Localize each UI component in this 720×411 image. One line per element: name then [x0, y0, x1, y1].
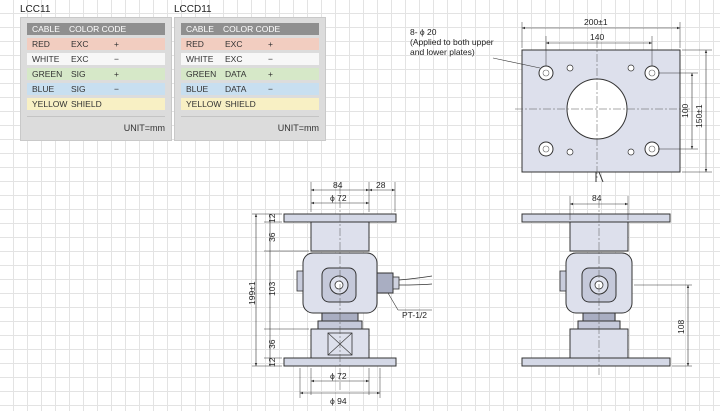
thread-label: PT-1/2 — [402, 310, 427, 320]
polarity: + — [268, 39, 273, 49]
polarity: − — [114, 54, 119, 64]
cable-color: RED — [32, 39, 50, 49]
polarity: + — [114, 69, 119, 79]
table-row: RED EXC + — [27, 38, 165, 50]
cable-color: WHITE — [32, 54, 60, 64]
polarity: − — [114, 84, 119, 94]
table-title-lcc11: LCC11 — [20, 4, 51, 15]
dim-top-width: 84 — [592, 193, 602, 203]
cable-color: YELLOW — [186, 99, 222, 109]
dim-body: 103 — [267, 282, 277, 296]
header-cable: CABLE — [32, 24, 60, 34]
divider — [181, 116, 319, 117]
signal: SIG — [71, 69, 86, 79]
dim-hole-pitch-y: 100 — [680, 104, 690, 118]
table-row: YELLOW SHIELD — [27, 98, 165, 110]
signal: SIG — [71, 84, 86, 94]
table-row: RED EXC + — [181, 38, 319, 50]
cable-color: GREEN — [32, 69, 63, 79]
dim-upper-block: 36 — [267, 232, 277, 242]
color-code-table-lcc11: CABLE COLOR CODE RED EXC + WHITE EXC − G… — [20, 17, 172, 141]
polarity: − — [268, 54, 273, 64]
dim-top-width: 84 — [333, 180, 343, 190]
polarity: + — [114, 39, 119, 49]
cable-color: BLUE — [186, 84, 209, 94]
header-color-code: COLOR CODE — [223, 24, 281, 34]
upper-plate — [521, 213, 671, 223]
header-cable: CABLE — [186, 24, 214, 34]
color-code-table-lccd11: CABLE COLOR CODE RED EXC + WHITE EXC − G… — [174, 17, 326, 141]
table-header: CABLE COLOR CODE — [27, 23, 165, 35]
lower-plate — [521, 357, 671, 367]
table-row: GREEN SIG + — [27, 68, 165, 80]
cable-color: WHITE — [186, 54, 214, 64]
dim-total: 199±1 — [247, 281, 257, 305]
dim-top-dia: ϕ 72 — [330, 193, 347, 203]
dim-hole-pitch-x: 140 — [590, 32, 604, 42]
signal: DATA — [225, 84, 247, 94]
table-row: BLUE SIG − — [27, 83, 165, 95]
table-row: WHITE EXC − — [181, 53, 319, 65]
mount-hole — [538, 141, 554, 157]
unit-label: UNIT=mm — [277, 123, 319, 133]
unit-label: UNIT=mm — [123, 123, 165, 133]
cable-color: BLUE — [32, 84, 55, 94]
cable-color: RED — [186, 39, 204, 49]
signal: DATA — [225, 69, 247, 79]
hole-note-2: (Applied to both upper — [410, 37, 494, 47]
hole-note-3: and lower plates) — [410, 47, 475, 57]
dim-cable-offset: 28 — [376, 180, 386, 190]
table-row: WHITE EXC − — [27, 53, 165, 65]
dim-plate-bot: 12 — [267, 357, 277, 367]
table-row: YELLOW SHIELD — [181, 98, 319, 110]
polarity: + — [268, 69, 273, 79]
top-view: 8- ϕ 20 (Applied to both upper and lower… — [410, 17, 712, 183]
signal: EXC — [225, 54, 243, 64]
mount-hole — [644, 65, 660, 81]
dim-base-dia: ϕ 94 — [330, 396, 347, 406]
signal: EXC — [225, 39, 243, 49]
dim-height: 108 — [676, 320, 686, 334]
dim-plate-top: 12 — [267, 213, 277, 223]
front-view: 84 28 ϕ 72 12 36 103 36 12 199±1 PT-1/2 … — [247, 180, 433, 406]
signal: EXC — [71, 39, 89, 49]
table-header: CABLE COLOR CODE — [181, 23, 319, 35]
mount-hole — [538, 65, 554, 81]
table-row: BLUE DATA − — [181, 83, 319, 95]
table-row: GREEN DATA + — [181, 68, 319, 80]
table-title-lccd11: LCCD11 — [174, 4, 212, 15]
cable-connector — [376, 272, 394, 294]
cable-color: GREEN — [186, 69, 217, 79]
signal: SHIELD — [71, 99, 102, 109]
signal: EXC — [71, 54, 89, 64]
dim-lower-block: 36 — [267, 339, 277, 349]
polarity: − — [268, 84, 273, 94]
dim-width: 200±1 — [584, 17, 608, 27]
header-color-code: COLOR CODE — [69, 24, 127, 34]
side-view: 84 108 — [521, 193, 692, 375]
mount-hole — [644, 141, 660, 157]
dim-bottom-dia: ϕ 72 — [330, 371, 347, 381]
cable-color: YELLOW — [32, 99, 68, 109]
signal: SHIELD — [225, 99, 256, 109]
dim-depth: 150±1 — [694, 104, 704, 128]
hole-note: 8- ϕ 20 — [410, 27, 437, 37]
divider — [27, 116, 165, 117]
